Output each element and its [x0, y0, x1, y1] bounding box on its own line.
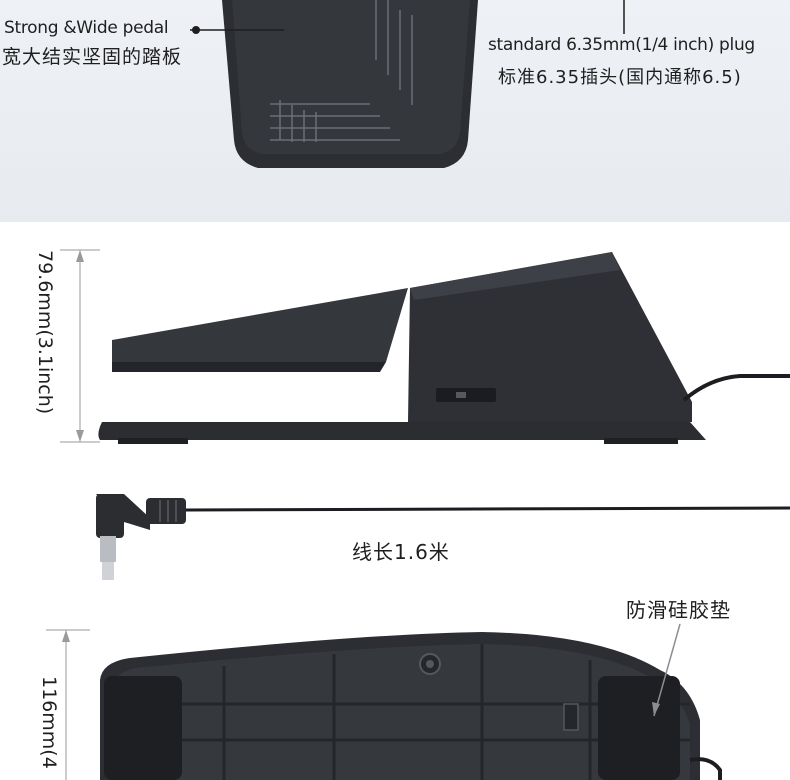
- height-dimension-label: 79.6mm(3.1inch): [34, 250, 56, 415]
- pedal-callout-en: Strong &Wide pedal: [4, 18, 169, 38]
- anti-slip-pad-right: [598, 676, 680, 780]
- base-foot-right: [604, 438, 678, 444]
- bottom-cable: [689, 757, 722, 780]
- pedal-bottom-view-illustration: [46, 623, 722, 780]
- grip-lines: [270, 0, 413, 142]
- pedal-callout-cn: 宽大结实坚固的踏板: [2, 46, 183, 68]
- width-dimension-label: 116mm(4: [38, 676, 60, 769]
- long-cable: [185, 506, 790, 512]
- pedal-bottom-view-section: 防滑硅胶垫 116mm(4: [0, 580, 790, 780]
- pedal-side-view-section: 79.6mm(3.1inch) 线长1.6米: [0, 222, 790, 580]
- pedal-base: [98, 422, 706, 440]
- base-foot-left: [118, 438, 188, 444]
- height-dimension-marker: [60, 249, 100, 443]
- bottom-ribs: [112, 644, 690, 780]
- top-banner-pedal-top-view: Strong &Wide pedal 宽大结实坚固的踏板 standard 6.…: [0, 0, 790, 222]
- cable-clip: [563, 703, 579, 731]
- right-angle-plug: [96, 494, 186, 580]
- pedal-side-view-illustration: [60, 249, 790, 580]
- anti-slip-pad-label: 防滑硅胶垫: [626, 598, 731, 622]
- anti-slip-pad-left: [104, 676, 182, 780]
- housing-cable: [682, 374, 790, 402]
- width-dimension-marker: [46, 629, 90, 780]
- pedal-top-inner: [232, 0, 470, 154]
- pedal-plate: [112, 288, 408, 362]
- plug-callout-en: standard 6.35mm(1/4 inch) plug: [488, 35, 755, 55]
- cable-length-label: 线长1.6米: [352, 540, 450, 564]
- pedal-top-view-illustration: [190, 0, 625, 168]
- plug-callout-cn: 标准6.35插头(国内通称6.5): [498, 67, 742, 88]
- pedal-housing: [408, 252, 692, 422]
- pad-callout-line: [653, 623, 681, 717]
- pedal-callout-dot: [192, 26, 200, 34]
